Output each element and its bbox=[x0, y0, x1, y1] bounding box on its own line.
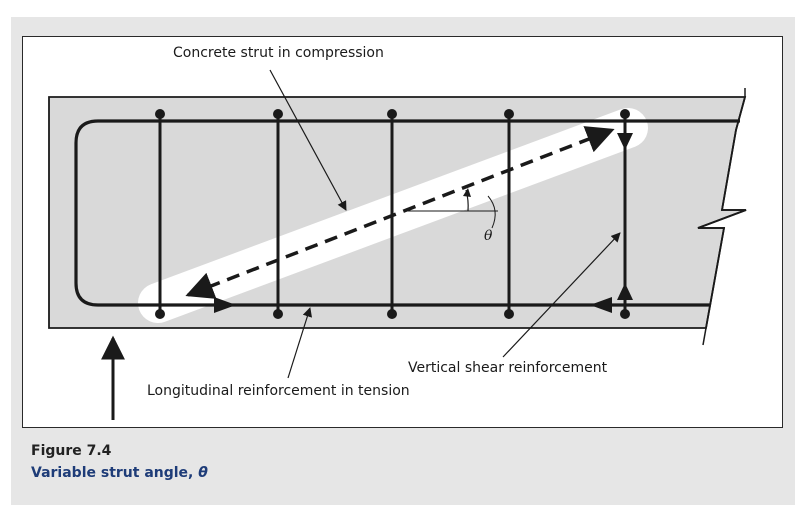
figure-title-symbol: θ bbox=[198, 465, 208, 481]
top-longitudinal-bar bbox=[74, 119, 740, 307]
theta-leader bbox=[487, 195, 496, 229]
strut-label: Concrete strut in compression bbox=[173, 45, 384, 61]
angle-arc bbox=[465, 189, 469, 212]
tension-arrow-right bbox=[590, 297, 612, 313]
figure-title: Variable strut angle, θ bbox=[31, 465, 208, 481]
longitudinal-label: Longitudinal reinforcement in tension bbox=[147, 383, 410, 399]
stirrup-arrow-down bbox=[617, 133, 633, 150]
stirrup-ends bbox=[155, 109, 630, 319]
break-line bbox=[697, 96, 747, 329]
tension-arrow-left bbox=[214, 297, 236, 313]
strut-leader bbox=[269, 69, 347, 211]
stirrup-arrow-up bbox=[617, 283, 633, 300]
shear-label: Vertical shear reinforcement bbox=[408, 360, 608, 376]
figure-number: Figure 7.4 bbox=[31, 443, 112, 459]
theta-label: θ bbox=[484, 228, 493, 244]
longitudinal-leader bbox=[287, 307, 312, 379]
strut-force-line bbox=[185, 126, 615, 299]
figure-title-text: Variable strut angle, bbox=[31, 465, 199, 481]
shear-leader bbox=[502, 232, 621, 358]
